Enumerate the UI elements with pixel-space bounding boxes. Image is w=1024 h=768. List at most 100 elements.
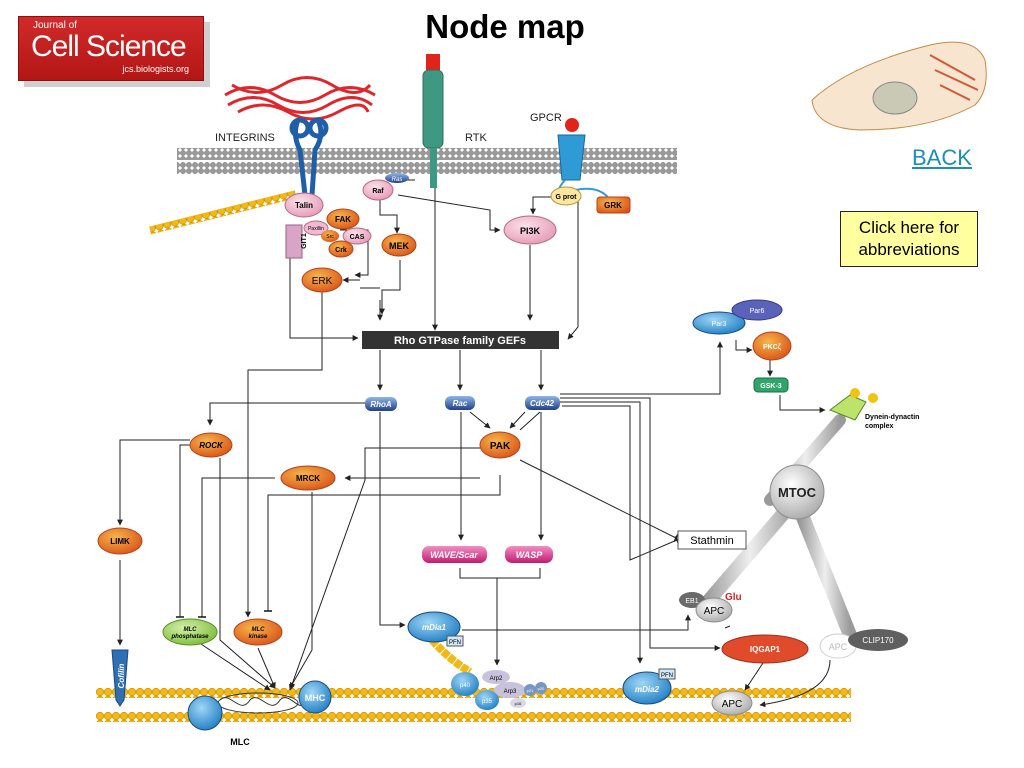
node-mek[interactable]: MEK	[381, 233, 417, 257]
node-rock[interactable]: ROCK	[189, 432, 233, 458]
cell-thumbnail	[811, 41, 987, 131]
ras-label: Ras	[392, 177, 403, 183]
p40-label: p40	[460, 683, 471, 689]
node-apc-1[interactable]: APC	[695, 597, 733, 623]
node-gsk3[interactable]: GSK-3	[753, 377, 789, 393]
node-mrck[interactable]: MRCK	[280, 465, 336, 491]
node-iqgap1[interactable]: IQGAP1	[721, 634, 809, 664]
node-mdia1[interactable]: mDia1	[407, 611, 461, 643]
mhc-label: MHC	[305, 693, 326, 703]
git1-label: GIT1	[301, 233, 308, 249]
arp23-complex[interactable]: p40 p35 Arp2 Arp3 p16 p21 p20	[451, 670, 547, 710]
integrins-label: INTEGRINS	[215, 132, 275, 144]
cdc42-label: Cdc42	[530, 399, 555, 408]
wasp-label: WASP	[516, 550, 544, 560]
ecm-fibers	[224, 76, 376, 121]
plasma-membrane	[177, 148, 677, 174]
node-rhoa[interactable]: RhoA	[365, 397, 397, 411]
pathway-arrows	[117, 177, 831, 708]
rtk-label: RTK	[465, 132, 487, 144]
node-raf[interactable]: Raf	[362, 179, 394, 201]
node-mlc-phosphatase[interactable]: MLC phosphatase	[162, 618, 218, 646]
mdia1-label: mDia1	[422, 623, 447, 632]
node-src[interactable]: Src	[321, 230, 339, 242]
glu-label: Glu	[725, 592, 742, 603]
arp3-label: Arp3	[504, 689, 517, 695]
p21-label: p21	[527, 688, 534, 693]
node-cas[interactable]: CAS	[342, 227, 372, 245]
node-pfn-2[interactable]: PFN	[658, 668, 676, 680]
node-git1[interactable]: GIT1	[285, 224, 308, 259]
node-par3[interactable]: Par3	[692, 311, 746, 335]
gpcr-receptor	[557, 118, 611, 201]
eb1-label: EB1	[685, 598, 698, 605]
mlc-kinase-line2: kinase	[249, 634, 268, 640]
node-cdc42[interactable]: Cdc42	[525, 396, 560, 410]
pfn2-label: PFN	[661, 673, 673, 679]
back-link[interactable]: BACK	[912, 145, 972, 170]
cofilin-label: Cofilin	[117, 663, 126, 688]
clip170-label: CLIP170	[862, 636, 894, 645]
node-apc-3[interactable]: APC	[711, 690, 753, 716]
logo-cell-science: Cell Science	[31, 30, 187, 63]
mtoc-label: MTOC	[778, 485, 817, 500]
rhoa-label: RhoA	[370, 400, 392, 409]
node-limk[interactable]: LIMK	[97, 527, 143, 555]
node-wave[interactable]: WAVE/Scar	[422, 546, 487, 563]
apc3-label: APC	[722, 699, 743, 710]
node-stathmin[interactable]: Stathmin	[677, 530, 747, 550]
erk-label: ERK	[312, 276, 333, 287]
node-ras[interactable]: Ras	[385, 173, 409, 183]
raf-label: Raf	[372, 188, 384, 195]
pkc-label: PKCζ	[763, 344, 782, 351]
mlc-phosphatase-line1: MLC	[184, 627, 198, 633]
dynein-label-line1: Dynein-dynactin	[865, 414, 919, 421]
apc1-label: APC	[704, 606, 725, 617]
node-pkc[interactable]: PKCζ	[752, 331, 792, 361]
node-paxillin[interactable]: Paxillin	[303, 220, 329, 236]
page-title: Node map	[425, 8, 585, 45]
gprot-label: G prot	[556, 194, 578, 201]
node-gprot[interactable]: G prot	[550, 186, 582, 206]
node-grk[interactable]: GRK	[596, 196, 631, 214]
mek-label: MEK	[389, 241, 410, 251]
gsk3-label: GSK-3	[760, 383, 782, 390]
node-fak[interactable]: FAK	[326, 208, 360, 230]
node-erk[interactable]: ERK	[301, 267, 343, 293]
pak-label: PAK	[490, 441, 511, 452]
node-pfn-1[interactable]: PFN	[446, 635, 464, 647]
node-dynein-dynactin[interactable]: Dynein-dynactin complex	[828, 388, 919, 430]
arp2-label: Arp2	[490, 676, 503, 682]
cas-label: CAS	[350, 234, 365, 241]
pfn1-label: PFN	[449, 640, 461, 646]
src-label: Src	[326, 234, 334, 240]
pi3k-label: PI3K	[520, 226, 541, 236]
node-mhc[interactable]: MHC	[298, 680, 332, 714]
node-mlc-kinase[interactable]: MLC kinase	[233, 618, 283, 646]
node-mdia2[interactable]: mDia2	[622, 671, 672, 705]
node-talin[interactable]: Talin	[284, 192, 324, 218]
node-pi3k[interactable]: PI3K	[503, 215, 557, 245]
rtk-receptor	[422, 54, 444, 188]
node-rac[interactable]: Rac	[445, 396, 475, 410]
mlc-label: MLC	[230, 737, 250, 747]
rac-label: Rac	[453, 399, 468, 408]
node-gefs[interactable]: Rho GTPase family GEFs	[362, 331, 559, 349]
mlc-kinase-line1: MLC	[252, 627, 266, 633]
node-clip170[interactable]: CLIP170	[848, 629, 908, 651]
node-mtoc[interactable]: MTOC	[769, 464, 825, 520]
node-cofilin[interactable]: Cofilin	[111, 649, 129, 707]
rock-label: ROCK	[199, 441, 224, 450]
node-crk[interactable]: Crk	[328, 240, 354, 258]
paxillin-label: Paxillin	[308, 226, 324, 232]
node-pak[interactable]: PAK	[479, 431, 521, 459]
journal-logo: Journal of Cell Science jcs.biologists.o…	[18, 16, 204, 81]
par6-label: Par6	[750, 308, 765, 315]
mrck-label: MRCK	[296, 474, 320, 483]
node-wasp[interactable]: WASP	[505, 546, 553, 563]
p35-label: p35	[482, 699, 493, 705]
node-par6[interactable]: Par6	[731, 299, 783, 321]
abbreviations-button[interactable]: Click here for abbreviations	[840, 211, 978, 267]
integrin-receptor	[289, 117, 329, 196]
